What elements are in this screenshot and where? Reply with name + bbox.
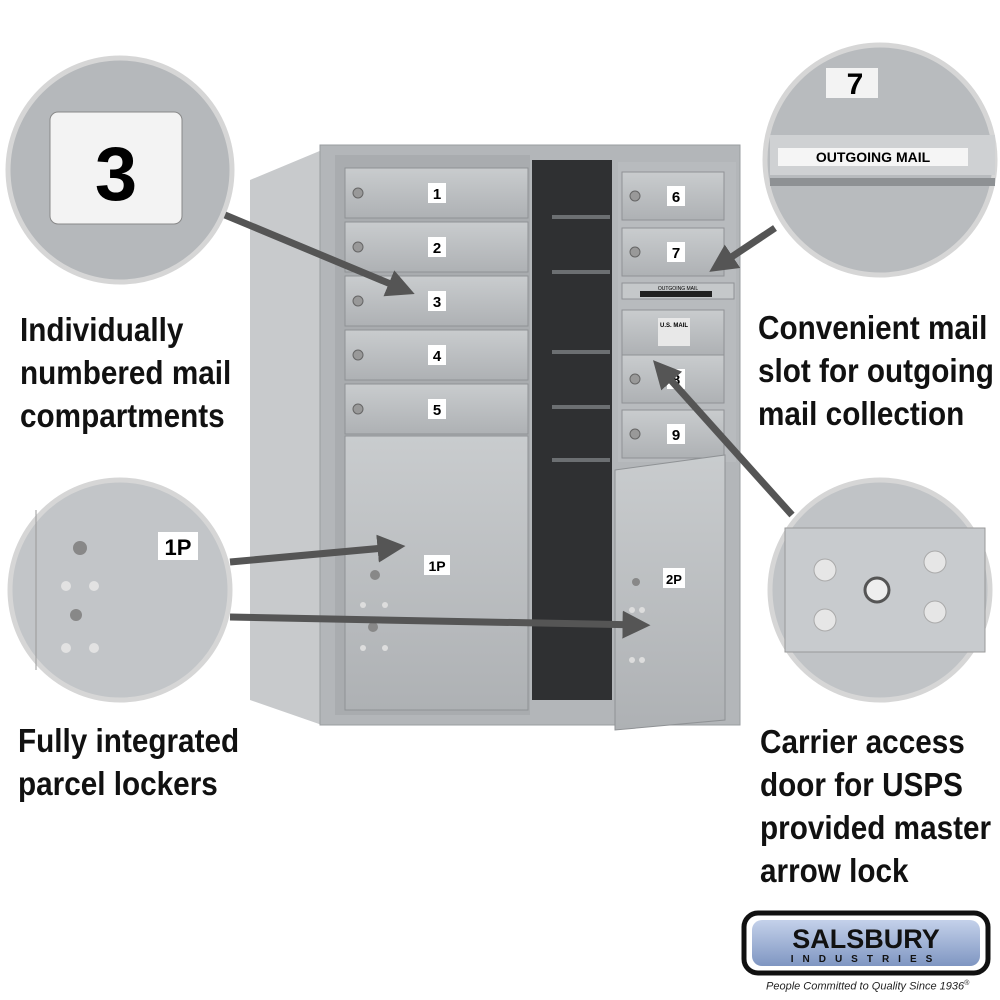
- svg-text:OUTGOING MAIL: OUTGOING MAIL: [658, 286, 699, 292]
- callout-arrows: [223, 211, 795, 639]
- logo-tagline: People Committed to Quality Since 1936®: [766, 980, 970, 993]
- lock-icon: [352, 241, 364, 253]
- svg-text:2P: 2P: [666, 572, 682, 587]
- salsbury-logo: SALSBURY INDUSTRIES: [741, 910, 991, 976]
- callout-numbered: Individually numbered mail compartments: [20, 311, 232, 434]
- callout-parcel: Fully integrated parcel lockers: [18, 722, 240, 802]
- lock-icon: [629, 373, 641, 385]
- svg-text:U.S. MAIL: U.S. MAIL: [660, 323, 688, 329]
- callout-carrier: Carrier access door for USPS provided ma…: [760, 723, 992, 889]
- svg-text:1P: 1P: [165, 535, 192, 560]
- svg-text:7: 7: [847, 68, 864, 101]
- zoom-circle-lock: [767, 477, 993, 703]
- lock-icon: [352, 403, 364, 415]
- zoom-circle-parcel: 1P: [7, 477, 233, 703]
- mailbox-interior: [532, 160, 612, 700]
- door-number: 6: [672, 189, 680, 206]
- svg-text:INDUSTRIES: INDUSTRIES: [791, 954, 942, 965]
- lock-icon: [629, 428, 641, 440]
- parcel-label-1p: 1P: [428, 558, 445, 574]
- door-number: 2: [433, 240, 441, 257]
- lock-icon: [352, 295, 364, 307]
- svg-text:OUTGOING MAIL: OUTGOING MAIL: [816, 149, 931, 165]
- zoom-circle-number: 3: [5, 55, 235, 285]
- lock-icon: [629, 190, 641, 202]
- svg-text:3: 3: [95, 132, 137, 217]
- door-number: 3: [433, 294, 441, 311]
- door-number: 1: [433, 186, 441, 203]
- door-number: 5: [433, 402, 441, 419]
- svg-text:SALSBURY: SALSBURY: [792, 924, 940, 954]
- arrow-lock-icon: [863, 576, 891, 604]
- lock-icon: [352, 349, 364, 361]
- zoom-circle-slot: 7 OUTGOING MAIL: [762, 42, 998, 278]
- door-number: 7: [672, 245, 680, 262]
- door-number: 4: [433, 348, 442, 365]
- lock-icon: [629, 246, 641, 258]
- callout-slot: Convenient mail slot for outgoing mail c…: [758, 309, 994, 432]
- parcel-locker-2p: [614, 454, 726, 731]
- door-number: 9: [672, 427, 680, 444]
- lock-icon: [352, 187, 364, 199]
